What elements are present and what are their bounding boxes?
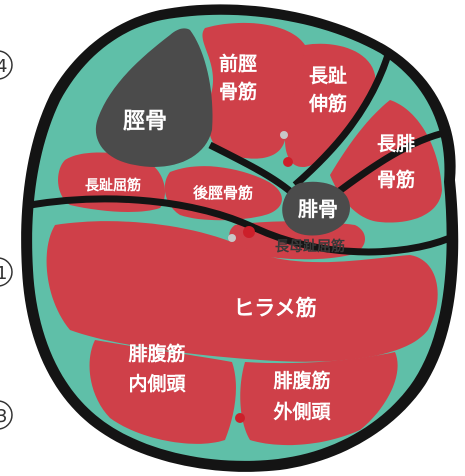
- tibia-label: 脛骨: [123, 109, 167, 134]
- svg-text:1: 1: [0, 263, 7, 284]
- sural-vessel: [235, 413, 245, 423]
- posterior-tibial-vessel: [243, 226, 255, 238]
- soleus-muscle: [46, 221, 438, 362]
- extensor-digitorum-longus-label: 長趾 伸筋: [308, 64, 347, 115]
- svg-text:長腓: 長腓: [377, 133, 415, 155]
- flexor-hallucis-longus-label: 長母趾屈筋: [275, 238, 345, 255]
- gastrocnemius-medial-muscle: [89, 340, 236, 444]
- edge-marker-bottom: 3: [0, 400, 13, 430]
- intermuscular-septum: [29, 195, 452, 256]
- svg-text:腓腹筋: 腓腹筋: [128, 342, 185, 365]
- svg-text:内側頭: 内側頭: [128, 372, 186, 395]
- tibialis-posterior-label: 後脛骨筋: [192, 184, 253, 202]
- svg-text:骨筋: 骨筋: [377, 168, 415, 191]
- deep-peroneal-nerve: [280, 131, 288, 139]
- edge-marker-middle: 1: [0, 257, 13, 287]
- peroneus-longus-label: 長腓 骨筋: [377, 133, 415, 191]
- gastrocnemius-medial-label: 腓腹筋 内側頭: [128, 342, 186, 395]
- tibia-bone: [95, 28, 213, 167]
- tibial-nerve: [228, 234, 236, 242]
- svg-text:3: 3: [0, 406, 7, 427]
- svg-text:外側頭: 外側頭: [273, 400, 331, 423]
- edge-marker-top: 4: [0, 50, 13, 80]
- tibialis-anterior-label: 前脛 骨筋: [219, 52, 257, 103]
- svg-text:腓腹筋: 腓腹筋: [273, 369, 330, 392]
- svg-text:長趾: 長趾: [309, 64, 347, 87]
- divider-lateral-posterior: [335, 128, 449, 195]
- tibialis-anterior-muscle: [202, 22, 307, 159]
- svg-text:4: 4: [0, 56, 7, 77]
- divider-anterior-lateral: [292, 53, 392, 188]
- anterior-tibial-vessel: [283, 157, 293, 167]
- svg-text:骨筋: 骨筋: [219, 80, 257, 103]
- flexor-digitorum-longus-label: 長趾屈筋: [85, 177, 141, 194]
- soleus-label: ヒラメ筋: [233, 296, 316, 320]
- svg-text:前脛: 前脛: [219, 52, 257, 75]
- gastrocnemius-lateral-label: 腓腹筋 外側頭: [273, 369, 331, 423]
- extensor-digitorum-longus-muscle: [285, 43, 376, 168]
- gastrocnemius-lateral-muscle: [240, 352, 398, 446]
- fibula-label: 腓骨: [298, 197, 338, 221]
- fibula-bone: [282, 181, 350, 236]
- svg-text:伸筋: 伸筋: [308, 92, 347, 115]
